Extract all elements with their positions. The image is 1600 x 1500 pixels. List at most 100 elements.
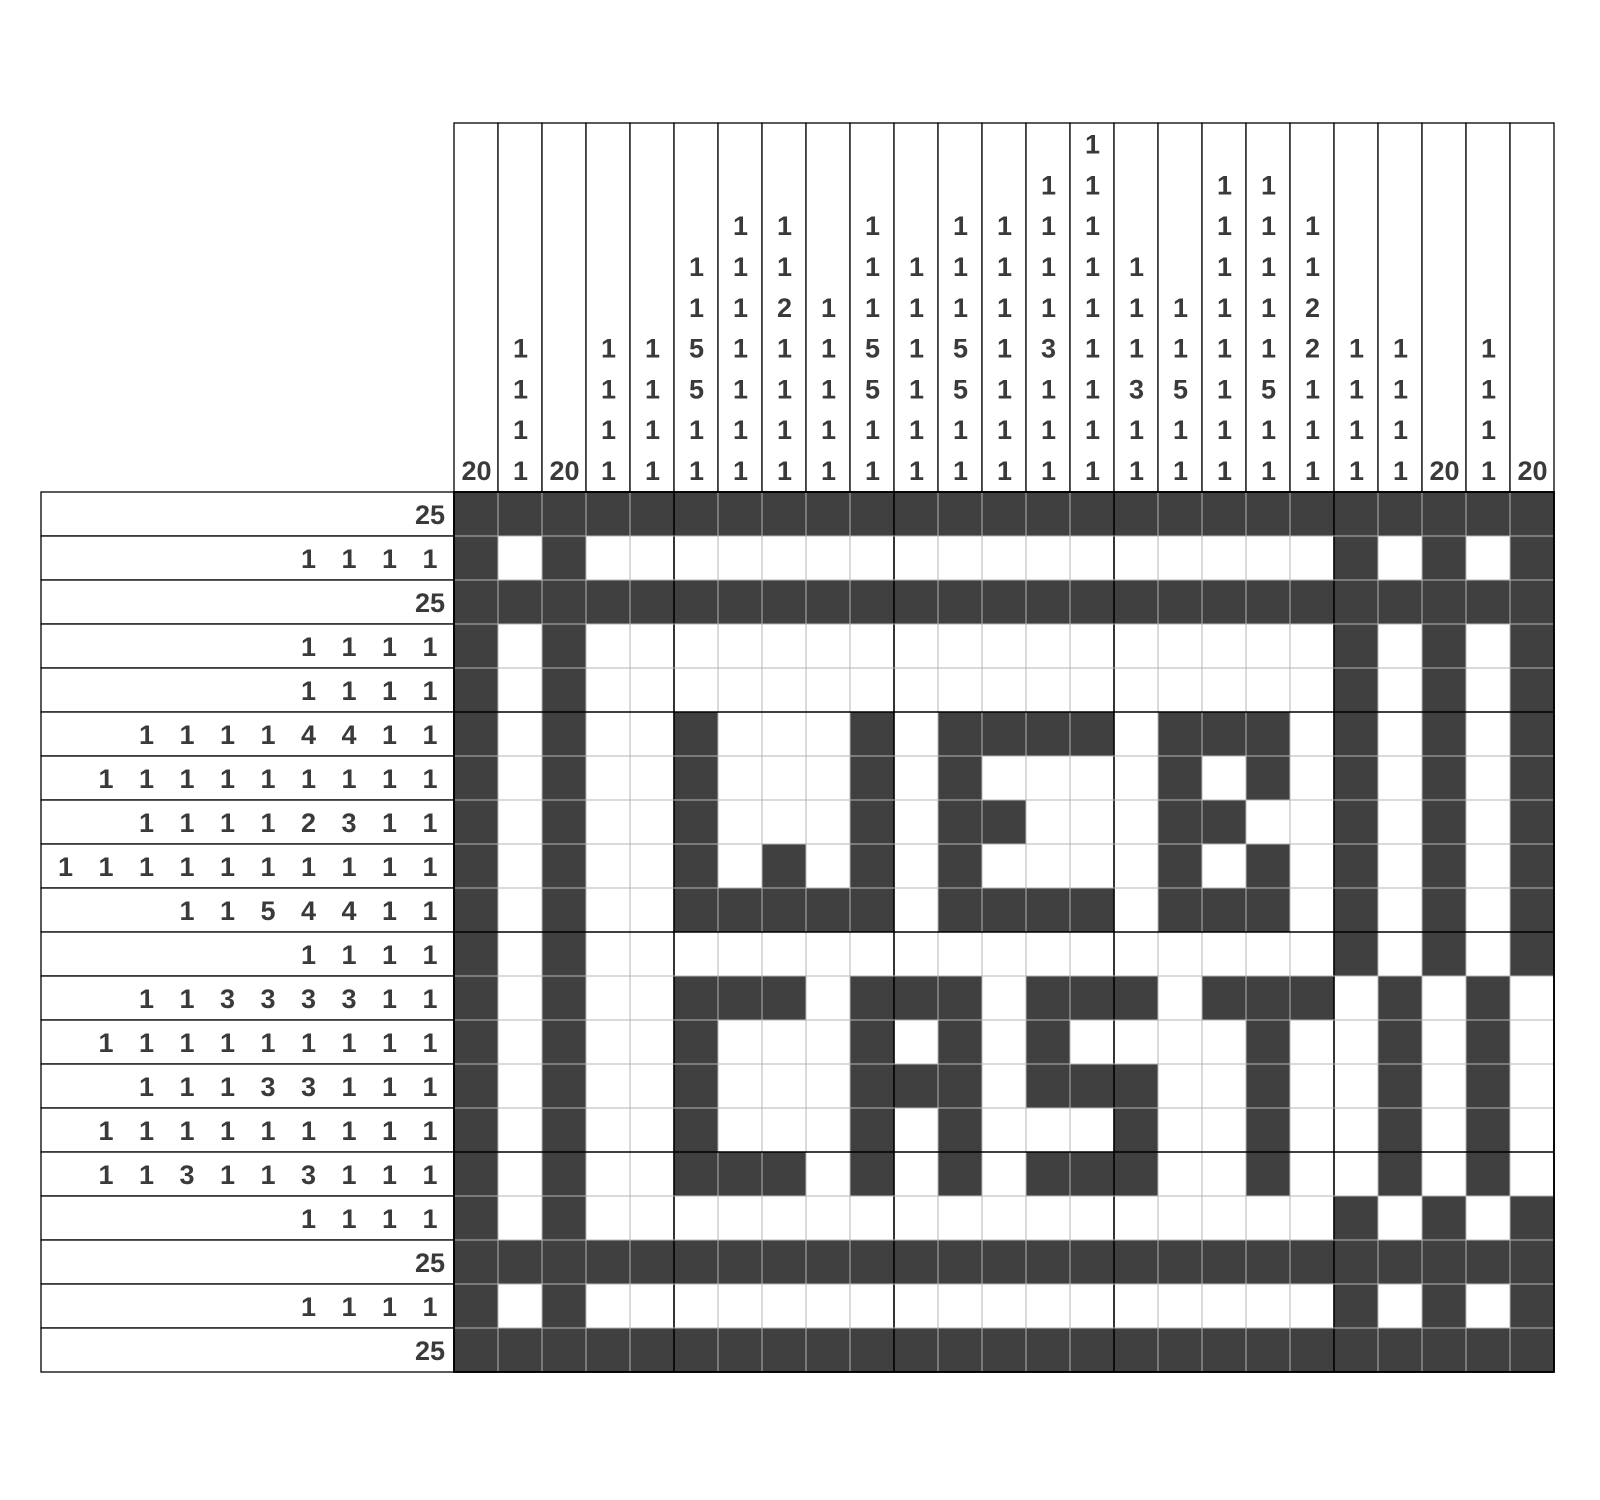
filled-cell[interactable]	[1422, 844, 1466, 888]
empty-cell[interactable]	[806, 844, 850, 888]
empty-cell[interactable]	[1026, 1196, 1070, 1240]
filled-cell[interactable]	[1510, 712, 1554, 756]
empty-cell[interactable]	[938, 668, 982, 712]
filled-cell[interactable]	[1334, 624, 1378, 668]
empty-cell[interactable]	[762, 624, 806, 668]
empty-cell[interactable]	[586, 800, 630, 844]
empty-cell[interactable]	[850, 536, 894, 580]
empty-cell[interactable]	[1026, 1284, 1070, 1328]
empty-cell[interactable]	[850, 624, 894, 668]
empty-cell[interactable]	[762, 1108, 806, 1152]
filled-cell[interactable]	[982, 492, 1026, 536]
filled-cell[interactable]	[1334, 932, 1378, 976]
empty-cell[interactable]	[1466, 536, 1510, 580]
empty-cell[interactable]	[806, 668, 850, 712]
filled-cell[interactable]	[542, 536, 586, 580]
empty-cell[interactable]	[498, 976, 542, 1020]
empty-cell[interactable]	[1290, 888, 1334, 932]
empty-cell[interactable]	[630, 932, 674, 976]
empty-cell[interactable]	[850, 668, 894, 712]
empty-cell[interactable]	[1422, 1064, 1466, 1108]
filled-cell[interactable]	[1422, 492, 1466, 536]
filled-cell[interactable]	[718, 888, 762, 932]
empty-cell[interactable]	[586, 1020, 630, 1064]
filled-cell[interactable]	[1466, 492, 1510, 536]
filled-cell[interactable]	[674, 1064, 718, 1108]
filled-cell[interactable]	[1422, 1196, 1466, 1240]
filled-cell[interactable]	[1114, 1064, 1158, 1108]
filled-cell[interactable]	[982, 580, 1026, 624]
filled-cell[interactable]	[1026, 712, 1070, 756]
filled-cell[interactable]	[762, 844, 806, 888]
empty-cell[interactable]	[762, 1020, 806, 1064]
filled-cell[interactable]	[454, 580, 498, 624]
empty-cell[interactable]	[1378, 712, 1422, 756]
empty-cell[interactable]	[630, 844, 674, 888]
filled-cell[interactable]	[894, 1064, 938, 1108]
filled-cell[interactable]	[630, 580, 674, 624]
empty-cell[interactable]	[718, 932, 762, 976]
filled-cell[interactable]	[674, 1152, 718, 1196]
empty-cell[interactable]	[894, 844, 938, 888]
empty-cell[interactable]	[1290, 756, 1334, 800]
empty-cell[interactable]	[894, 712, 938, 756]
filled-cell[interactable]	[454, 624, 498, 668]
filled-cell[interactable]	[938, 1064, 982, 1108]
filled-cell[interactable]	[806, 580, 850, 624]
filled-cell[interactable]	[1114, 1108, 1158, 1152]
empty-cell[interactable]	[718, 668, 762, 712]
empty-cell[interactable]	[630, 668, 674, 712]
filled-cell[interactable]	[1158, 844, 1202, 888]
empty-cell[interactable]	[806, 1064, 850, 1108]
empty-cell[interactable]	[586, 712, 630, 756]
empty-cell[interactable]	[498, 1108, 542, 1152]
empty-cell[interactable]	[1202, 536, 1246, 580]
empty-cell[interactable]	[1158, 1284, 1202, 1328]
filled-cell[interactable]	[1070, 580, 1114, 624]
filled-cell[interactable]	[1026, 888, 1070, 932]
empty-cell[interactable]	[762, 712, 806, 756]
filled-cell[interactable]	[454, 800, 498, 844]
filled-cell[interactable]	[1026, 1240, 1070, 1284]
empty-cell[interactable]	[1246, 800, 1290, 844]
filled-cell[interactable]	[850, 1020, 894, 1064]
empty-cell[interactable]	[806, 1284, 850, 1328]
empty-cell[interactable]	[1114, 624, 1158, 668]
empty-cell[interactable]	[630, 1152, 674, 1196]
filled-cell[interactable]	[586, 1328, 630, 1372]
empty-cell[interactable]	[938, 536, 982, 580]
empty-cell[interactable]	[806, 800, 850, 844]
filled-cell[interactable]	[1422, 1240, 1466, 1284]
filled-cell[interactable]	[762, 976, 806, 1020]
empty-cell[interactable]	[894, 932, 938, 976]
empty-cell[interactable]	[1026, 536, 1070, 580]
empty-cell[interactable]	[762, 932, 806, 976]
filled-cell[interactable]	[1422, 536, 1466, 580]
filled-cell[interactable]	[1026, 1064, 1070, 1108]
filled-cell[interactable]	[938, 976, 982, 1020]
empty-cell[interactable]	[586, 1152, 630, 1196]
filled-cell[interactable]	[1158, 888, 1202, 932]
filled-cell[interactable]	[498, 1240, 542, 1284]
filled-cell[interactable]	[850, 1064, 894, 1108]
empty-cell[interactable]	[1466, 800, 1510, 844]
filled-cell[interactable]	[1510, 1240, 1554, 1284]
empty-cell[interactable]	[1378, 888, 1422, 932]
filled-cell[interactable]	[1026, 492, 1070, 536]
empty-cell[interactable]	[1026, 668, 1070, 712]
empty-cell[interactable]	[718, 1108, 762, 1152]
empty-cell[interactable]	[718, 536, 762, 580]
filled-cell[interactable]	[1334, 536, 1378, 580]
empty-cell[interactable]	[894, 1196, 938, 1240]
filled-cell[interactable]	[1246, 888, 1290, 932]
empty-cell[interactable]	[718, 712, 762, 756]
empty-cell[interactable]	[1246, 536, 1290, 580]
empty-cell[interactable]	[1378, 932, 1422, 976]
filled-cell[interactable]	[1158, 1328, 1202, 1372]
empty-cell[interactable]	[894, 756, 938, 800]
empty-cell[interactable]	[1334, 1152, 1378, 1196]
empty-cell[interactable]	[1026, 800, 1070, 844]
empty-cell[interactable]	[850, 1196, 894, 1240]
empty-cell[interactable]	[894, 624, 938, 668]
filled-cell[interactable]	[1202, 492, 1246, 536]
